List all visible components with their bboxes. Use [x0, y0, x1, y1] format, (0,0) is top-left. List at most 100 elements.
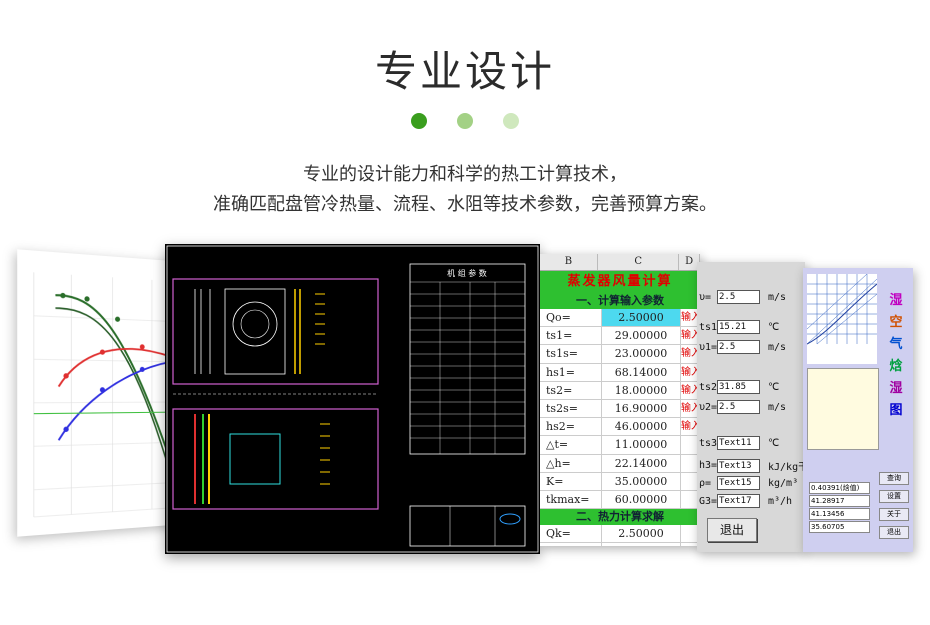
field-prefix: G3= [699, 495, 717, 507]
psychro-vertical-title: 湿空气焓湿图 [887, 290, 905, 422]
field-input[interactable]: 2.5 [717, 400, 760, 414]
row-label: ts2= [540, 381, 603, 399]
field-input[interactable]: Text15 [717, 476, 760, 490]
field-input[interactable]: Text13 [717, 458, 760, 473]
subtitle-line-2: 准确匹配盘管冷热量、流程、水阻等技术参数，完善预算方案。 [213, 194, 717, 215]
form-field-row: ts2=31.85 ℃ [699, 380, 779, 394]
psychro-button[interactable]: 关于 [879, 508, 909, 521]
field-prefix: h3= [699, 460, 717, 471]
form-field-row: G3=Text17 m³/h [699, 494, 792, 508]
form-field-row: ts1=15.21℃ [699, 320, 779, 334]
form-field-row: ts3=Text11 ℃ [699, 436, 779, 450]
field-prefix: ts2= [699, 381, 717, 393]
row-value[interactable]: 68.14000 [602, 363, 681, 381]
row-value[interactable]: 60.00000 [602, 490, 681, 509]
row-value[interactable]: 2.50000 [602, 525, 681, 543]
psychro-title-char: 空 [889, 315, 903, 330]
psychro-value-box: 35.60705 [809, 521, 870, 533]
table-row: tkmax=60.00000 [540, 490, 700, 510]
column-headers: B C D [540, 254, 700, 271]
row-input-tag: 输入 [681, 402, 700, 414]
pager-dot-1[interactable] [411, 113, 427, 129]
row-input-tag: 输入 [681, 384, 700, 396]
psychro-title-char: 图 [889, 403, 903, 418]
field-unit: ℃ [768, 321, 780, 333]
row-label: hs1= [540, 363, 603, 381]
table-row: △h=22.14000 [540, 454, 700, 473]
sheet-title: 蒸发器风量计算 [540, 271, 700, 293]
field-input[interactable]: 2.5 [717, 340, 760, 354]
table-row: Qk=2.50000 [540, 525, 700, 544]
field-input[interactable]: 31.85 [717, 380, 760, 394]
row-value[interactable]: 11.00000 [602, 436, 681, 454]
psychro-title-char: 焓 [889, 359, 903, 374]
table-row: △t=11.00000 [540, 436, 700, 455]
pager-dots [0, 113, 930, 129]
psychrometric-output-area [807, 368, 879, 450]
row-input-tag: 输入 [681, 348, 700, 360]
field-prefix: υ2= [699, 401, 717, 413]
row-label: ts1= [540, 327, 603, 345]
field-unit: ℃ [768, 381, 780, 393]
row-value[interactable]: 22.14000 [602, 454, 681, 472]
row-input-tag: 输入 [681, 312, 700, 323]
row-value[interactable]: 2.50000 [602, 309, 681, 327]
column-header-b: B [540, 254, 598, 270]
psychro-button[interactable]: 退出 [879, 526, 909, 539]
psychrometric-chart-image [807, 274, 877, 364]
calculation-form-panel: 退出 υ=2.5m/sts1=15.21℃υ1=2.5m/sts2=31.85℃… [697, 262, 805, 552]
psychro-title-char: 湿 [889, 381, 903, 396]
psychro-title-char: 湿 [889, 293, 903, 308]
row-value[interactable]: 18.00000 [602, 381, 681, 399]
psychro-value-box: 41.28917 [809, 495, 870, 507]
exit-button[interactable]: 退出 [707, 518, 757, 542]
field-prefix: ρ= [699, 477, 712, 489]
field-input[interactable]: Text17 [717, 494, 760, 508]
psychro-button[interactable]: 设置 [879, 490, 909, 503]
section-input-params: 一、计算输入参数 [540, 293, 700, 309]
row-value[interactable]: 23.00000 [602, 345, 681, 363]
table-row: Gk=343.495935 [540, 543, 700, 546]
table-row: K=35.00000 [540, 472, 700, 491]
row-value[interactable]: 343.495935 [602, 543, 681, 546]
field-unit: m/s [768, 341, 787, 353]
field-prefix: ts3= [699, 437, 717, 449]
row-label: Qk= [540, 525, 603, 543]
section-thermal-solve: 二、热力计算求解 [540, 509, 700, 526]
row-value[interactable]: 46.00000 [602, 418, 681, 436]
row-input-tag: 输入 [681, 421, 700, 433]
field-input[interactable]: 15.21 [717, 320, 760, 334]
row-label: ts1s= [540, 345, 603, 363]
page-title: 专业设计 [374, 47, 555, 96]
row-label: Qo= [540, 309, 603, 327]
psychro-value-box: 41.13456 [809, 508, 870, 520]
row-label: △t= [540, 436, 603, 454]
pager-dot-2[interactable] [457, 113, 473, 129]
row-label: △h= [540, 454, 603, 472]
field-unit: ℃ [768, 437, 780, 449]
row-value[interactable]: 29.00000 [602, 327, 681, 345]
row-label: K= [540, 472, 603, 490]
field-input[interactable]: Text11 [717, 436, 760, 450]
row-label: Gk= [540, 543, 603, 546]
pager-dot-3[interactable] [503, 113, 519, 129]
psychro-value-box: 0.40391(焓值) [809, 482, 870, 494]
field-unit: m³/h [768, 495, 793, 507]
row-value[interactable]: 35.00000 [602, 472, 681, 490]
field-input[interactable]: 2.5 [717, 290, 760, 304]
row-label: tkmax= [540, 490, 603, 509]
field-prefix: υ= [699, 291, 712, 303]
psychro-button[interactable]: 查询 [879, 472, 909, 485]
row-value[interactable]: 16.90000 [602, 399, 681, 418]
